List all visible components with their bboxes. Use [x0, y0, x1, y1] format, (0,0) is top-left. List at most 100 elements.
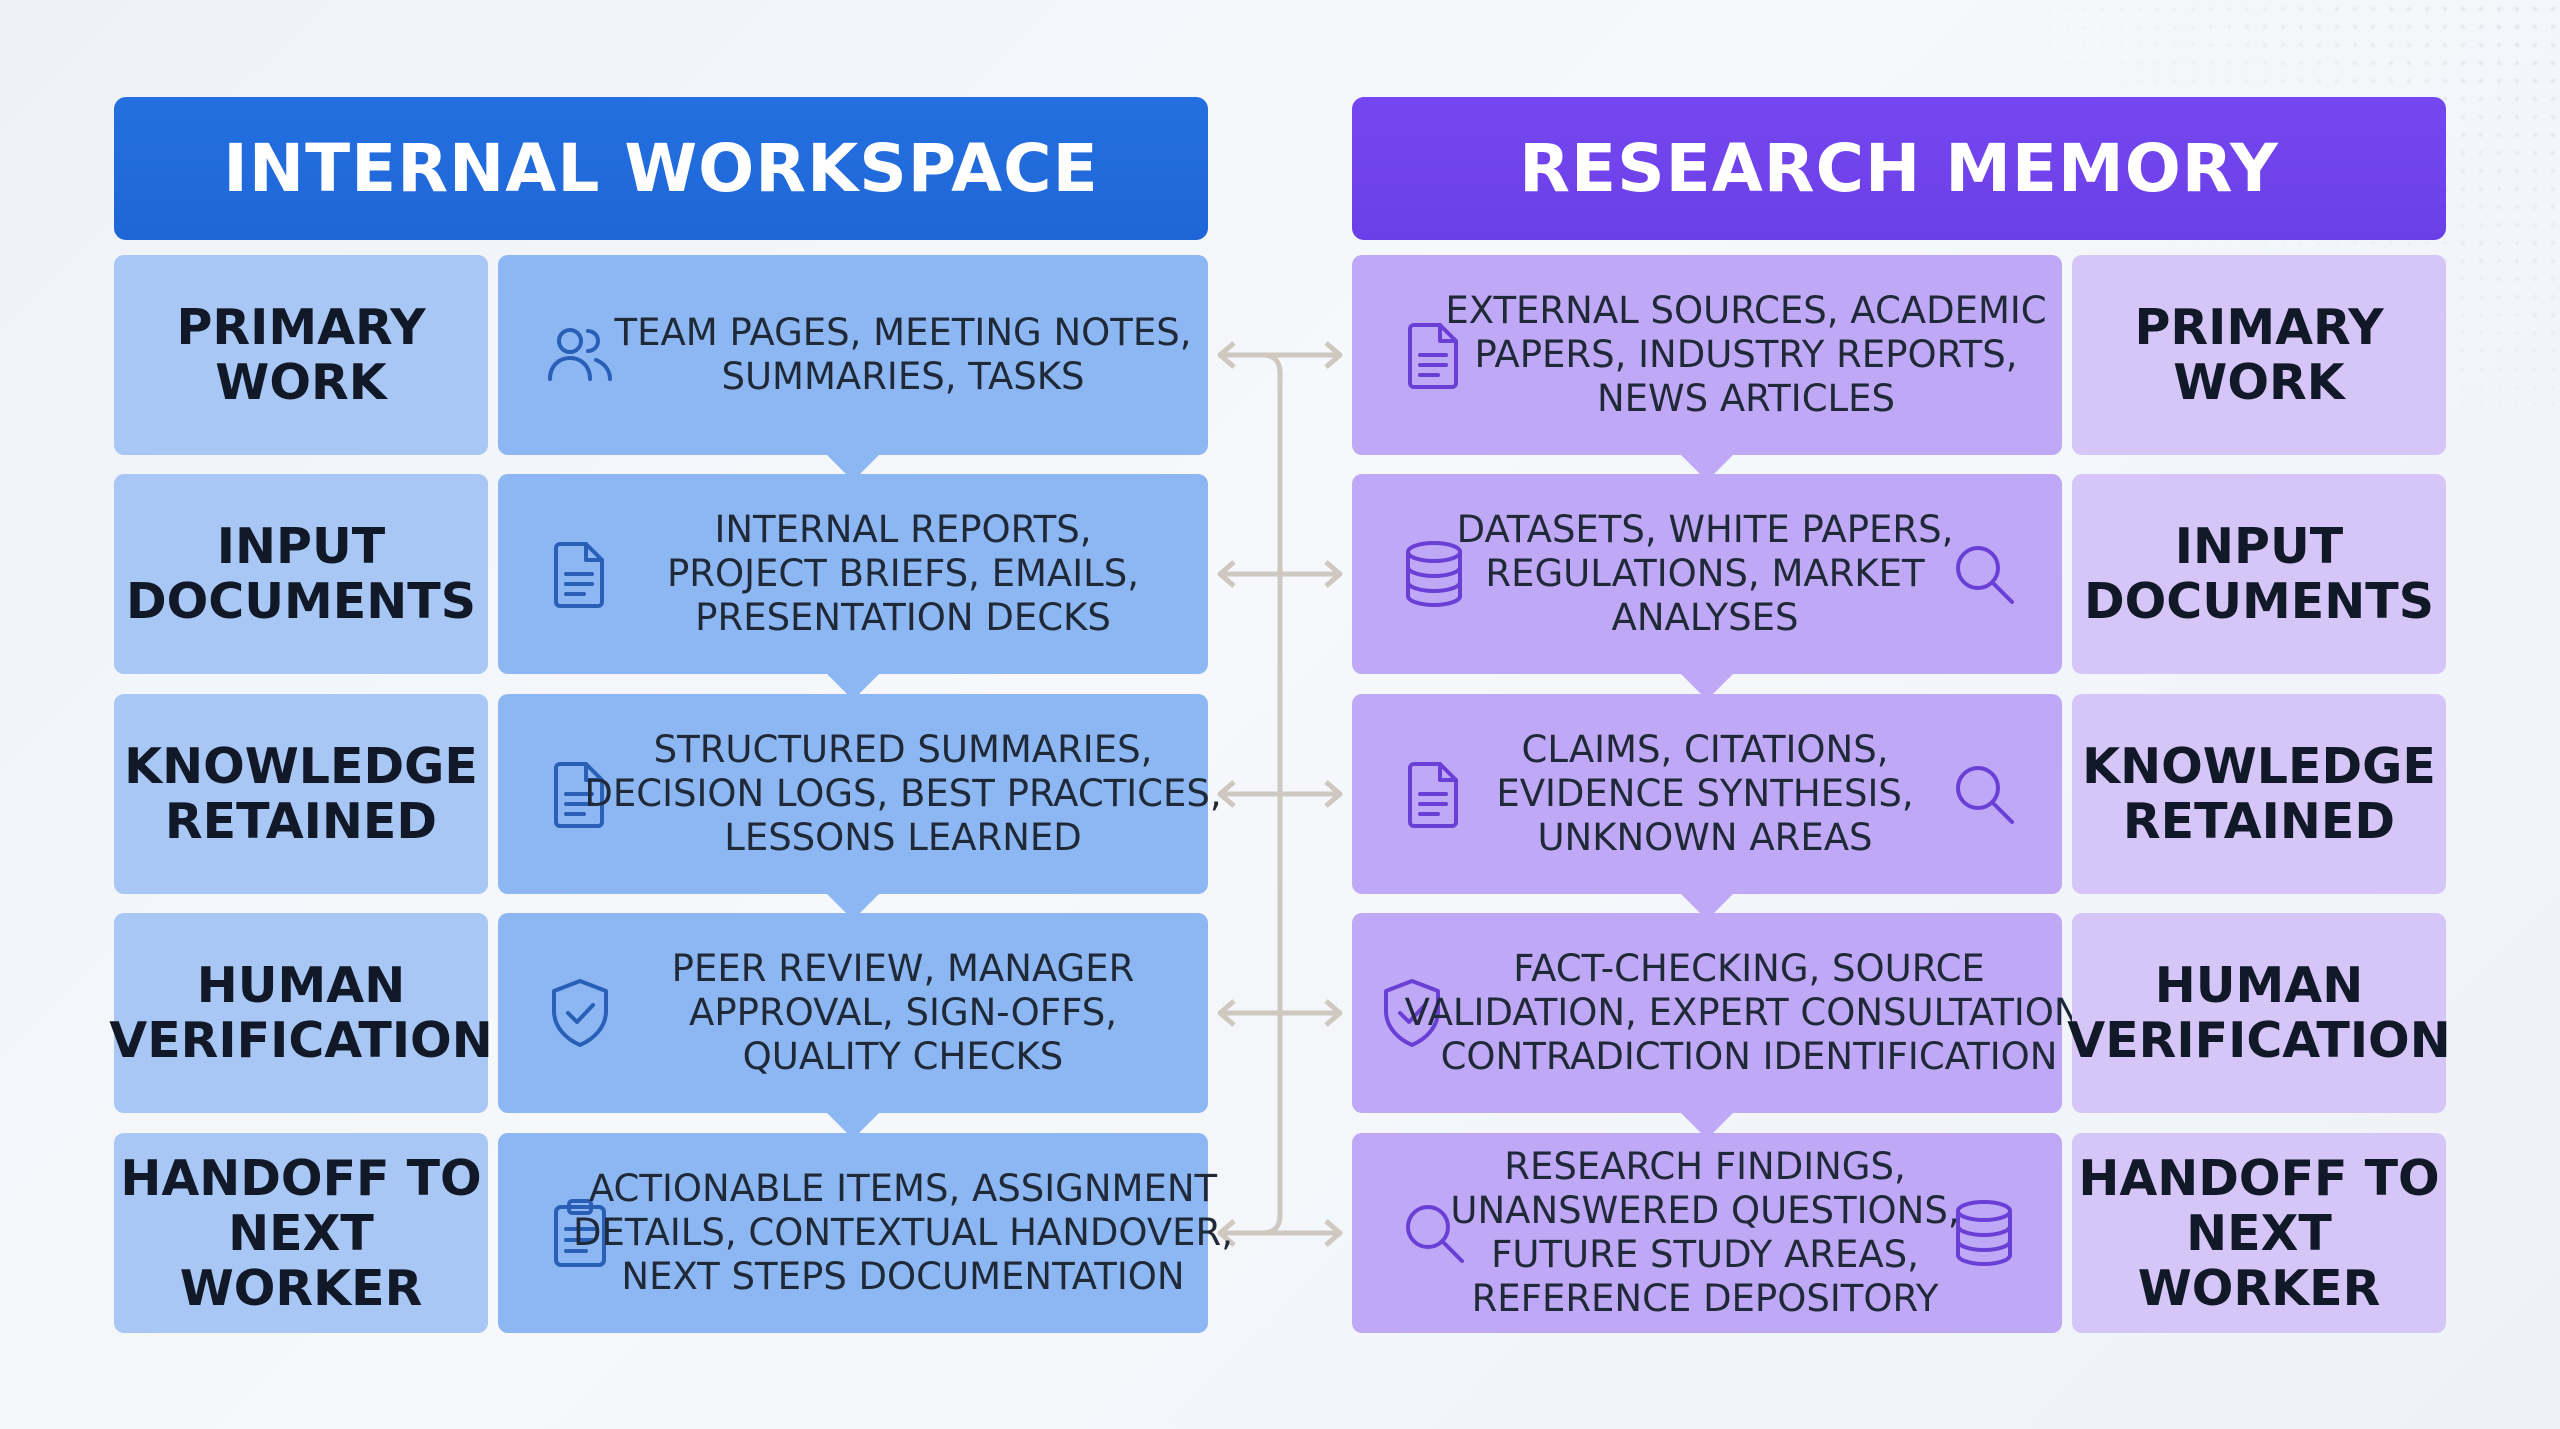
description-line: CLAIMS, CITATIONS,	[1521, 728, 1889, 771]
research-row-content: DATASETS, WHITE PAPERS,REGULATIONS, MARK…	[1352, 474, 2062, 674]
description-line: QUALITY CHECKS	[742, 1035, 1064, 1078]
document-icon	[540, 754, 620, 834]
internal-workspace-title: INTERNAL WORKSPACE	[223, 130, 1099, 207]
row-description: CLAIMS, CITATIONS,EVIDENCE SYNTHESIS,UNK…	[1470, 694, 1940, 894]
internal-row-content: TEAM PAGES, MEETING NOTES,SUMMARIES, TAS…	[498, 255, 1208, 455]
row-label-line: RETAINED	[164, 793, 438, 850]
description-line: UNKNOWN AREAS	[1537, 816, 1873, 859]
research-memory-header: RESEARCH MEMORY	[1352, 97, 2446, 240]
row-label-line: KNOWLEDGE	[2082, 738, 2436, 795]
clipboard-icon	[540, 1193, 620, 1273]
description-line: EVIDENCE SYNTHESIS,	[1496, 772, 1914, 815]
description-line: NEXT STEPS DOCUMENTATION	[621, 1255, 1185, 1298]
row-description: INTERNAL REPORTS,PROJECT BRIEFS, EMAILS,…	[618, 474, 1188, 674]
description-line: SUMMARIES, TASKS	[721, 355, 1085, 398]
description-line: FACT-CHECKING, SOURCE	[1513, 947, 1985, 990]
research-memory-title: RESEARCH MEMORY	[1519, 130, 2279, 207]
row-label-line: DOCUMENTS	[2083, 573, 2435, 630]
search-icon	[1944, 754, 2024, 834]
row-label-line: VERIFICATION	[109, 1012, 493, 1069]
bidirectional-arrow-icon	[1217, 999, 1343, 1027]
row-description: RESEARCH FINDINGS,UNANSWERED QUESTIONS,F…	[1450, 1133, 1959, 1333]
description-line: UNANSWERED QUESTIONS,	[1450, 1189, 1960, 1232]
row-label-line: HANDOFF TO	[120, 1149, 482, 1207]
description-line: RESEARCH FINDINGS,	[1504, 1145, 1906, 1188]
row-label-line: VERIFICATION	[2067, 1012, 2451, 1069]
description-line: TEAM PAGES, MEETING NOTES,	[614, 311, 1192, 354]
description-line: EXTERNAL SOURCES, ACADEMIC	[1445, 289, 2047, 332]
research-row-content: RESEARCH FINDINGS,UNANSWERED QUESTIONS,F…	[1352, 1133, 2062, 1333]
description-line: PRESENTATION DECKS	[695, 596, 1111, 639]
shield-check-icon	[1372, 973, 1452, 1053]
internal-row-content: STRUCTURED SUMMARIES,DECISION LOGS, BEST…	[498, 694, 1222, 894]
row-label-line: WORK	[215, 354, 387, 411]
research-row-content: CLAIMS, CITATIONS,EVIDENCE SYNTHESIS,UNK…	[1352, 694, 2062, 894]
row-label-line: HUMAN	[196, 957, 406, 1014]
row-description: STRUCTURED SUMMARIES,DECISION LOGS, BEST…	[584, 694, 1221, 894]
description-line: REFERENCE DEPOSITORY	[1471, 1277, 1939, 1320]
row-label-line: INPUT	[2174, 518, 2344, 575]
row-label-line: DOCUMENTS	[125, 573, 477, 630]
description-line: PROJECT BRIEFS, EMAILS,	[666, 552, 1140, 595]
database-icon	[1944, 1193, 2024, 1273]
description-line: LESSONS LEARNED	[724, 816, 1082, 859]
document-icon	[540, 534, 620, 614]
description-line: ANALYSES	[1611, 596, 1799, 639]
row-description: DATASETS, WHITE PAPERS,REGULATIONS, MARK…	[1457, 474, 1954, 674]
database-icon	[1394, 534, 1474, 614]
description-line: INTERNAL REPORTS,	[714, 508, 1092, 551]
description-line: VALIDATION, EXPERT CONSULTATION,	[1404, 991, 2094, 1034]
description-line: DATASETS, WHITE PAPERS,	[1456, 508, 1954, 551]
row-label-line: WORK	[2173, 354, 2345, 411]
description-line: PEER REVIEW, MANAGER	[671, 947, 1135, 990]
description-line: CONTRADICTION IDENTIFICATION	[1440, 1035, 2058, 1078]
internal-row-content: INTERNAL REPORTS,PROJECT BRIEFS, EMAILS,…	[498, 474, 1208, 674]
description-line: STRUCTURED SUMMARIES,	[653, 728, 1153, 771]
bidirectional-arrow-icon	[1217, 1219, 1343, 1247]
document-icon	[1394, 315, 1474, 395]
users-icon	[540, 315, 620, 395]
search-icon	[1394, 1193, 1474, 1273]
row-label-line: HANDOFF TO	[2078, 1149, 2440, 1207]
internal-workspace-header: INTERNAL WORKSPACE	[114, 97, 1208, 240]
description-line: NEWS ARTICLES	[1596, 377, 1896, 420]
description-line: FUTURE STUDY AREAS,	[1491, 1233, 1919, 1276]
bidirectional-arrow-icon	[1217, 780, 1343, 808]
bidirectional-arrow-icon	[1217, 341, 1343, 369]
document-icon	[1394, 754, 1474, 834]
description-line: PAPERS, INDUSTRY REPORTS,	[1474, 333, 2018, 376]
row-description: TEAM PAGES, MEETING NOTES,SUMMARIES, TAS…	[615, 255, 1192, 455]
search-icon	[1944, 534, 2024, 614]
description-line: REGULATIONS, MARKET	[1485, 552, 1925, 595]
row-label-line: NEXT WORKER	[179, 1204, 423, 1317]
row-label-line: INPUT	[216, 518, 386, 575]
description-line: DETAILS, CONTEXTUAL HANDOVER,	[572, 1211, 1234, 1254]
